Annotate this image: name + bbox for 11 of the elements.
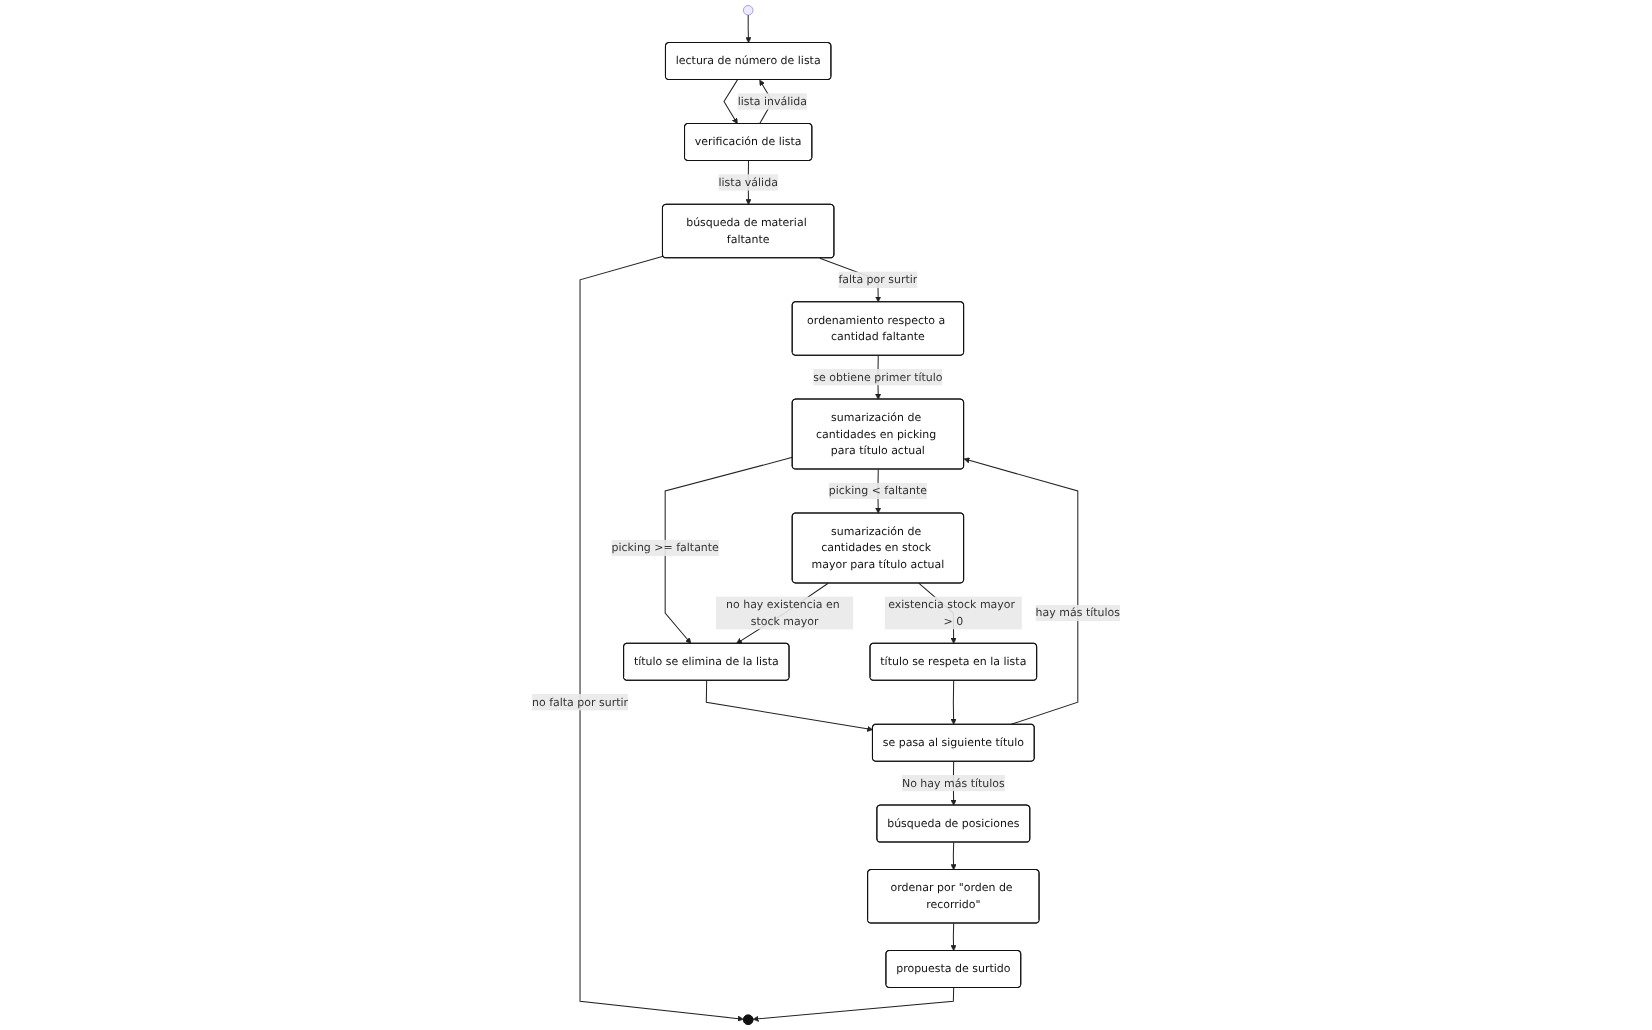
arrow (723, 79, 738, 125)
arrow (579, 255, 744, 1022)
arrow (752, 987, 955, 1022)
arrow (745, 14, 752, 44)
arrow (664, 456, 794, 644)
arrow (950, 922, 957, 952)
arrow (950, 680, 957, 725)
arrow (950, 841, 957, 871)
node-circle (743, 5, 754, 16)
arrow (963, 457, 1079, 725)
arrow (705, 680, 874, 732)
